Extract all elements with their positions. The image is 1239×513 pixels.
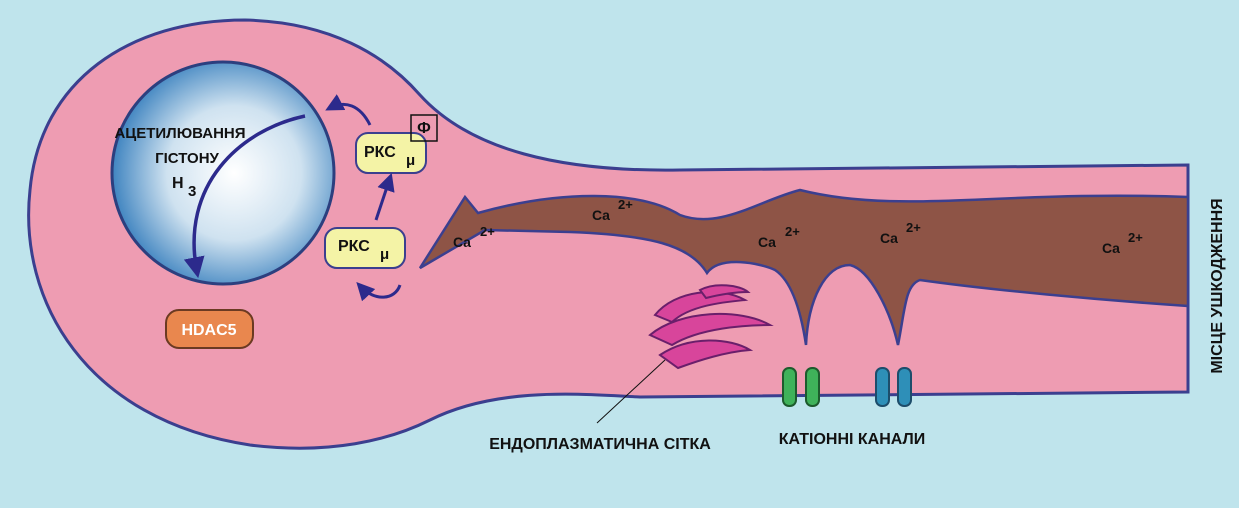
pkc-bottom-sub: μ — [380, 246, 389, 263]
histone-label-line1: АЦЕТИЛЮВАННЯ — [114, 125, 245, 142]
pkc-top-label: РКС — [364, 144, 396, 161]
svg-text:2+: 2+ — [785, 224, 800, 239]
nucleus — [112, 62, 334, 284]
pkc-top-sub: μ — [406, 152, 415, 169]
svg-text:Ca: Ca — [1102, 240, 1120, 256]
histone-sub: 3 — [188, 183, 196, 200]
svg-text:2+: 2+ — [480, 224, 495, 239]
hdac5-label: HDAC5 — [181, 322, 236, 339]
svg-text:2+: 2+ — [906, 220, 921, 235]
svg-text:Ca: Ca — [453, 234, 471, 250]
er-label: ЕНДОПЛАЗМАТИЧНА СІТКА — [489, 436, 711, 453]
pkc-bottom-label: РКС — [338, 238, 370, 255]
svg-text:Ca: Ca — [758, 234, 776, 250]
channels-label: КАТІОННІ КАНАЛИ — [779, 431, 926, 448]
histone-label-line2: ГІСТОНУ — [155, 150, 219, 167]
svg-text:2+: 2+ — [618, 197, 633, 212]
histone-h: Н — [172, 175, 184, 192]
svg-text:Ca: Ca — [880, 230, 898, 246]
svg-text:Ca: Ca — [592, 207, 610, 223]
svg-text:2+: 2+ — [1128, 230, 1143, 245]
injury-site-label: МІСЦЕ УШКОДЖЕННЯ — [1209, 198, 1226, 373]
phospho-label: Ф — [417, 120, 431, 137]
